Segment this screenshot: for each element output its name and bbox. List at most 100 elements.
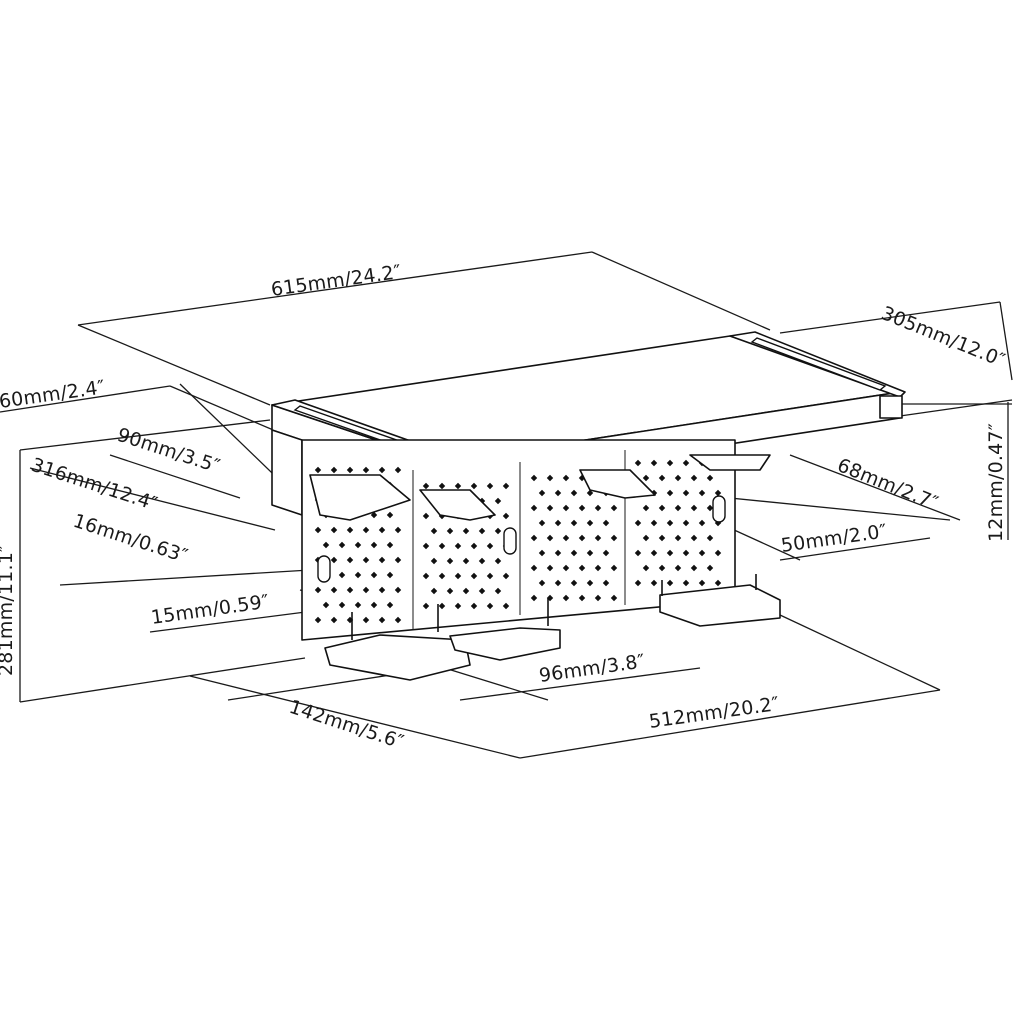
- peg-hole: [682, 489, 690, 497]
- peg-hole: [362, 616, 370, 624]
- peg-hole: [706, 474, 714, 482]
- peg-hole: [370, 541, 378, 549]
- label-bracket-15: 15mm/0.59″: [150, 591, 271, 629]
- peg-hole: [658, 564, 666, 572]
- peg-hole: [370, 571, 378, 579]
- peg-hole: [386, 511, 394, 519]
- peg-hole: [594, 534, 602, 542]
- peg-hole: [530, 474, 538, 482]
- peg-hole: [314, 526, 322, 534]
- peg-hole: [378, 556, 386, 564]
- peg-hole: [454, 602, 462, 610]
- peg-hole: [502, 512, 510, 520]
- peg-hole: [378, 466, 386, 474]
- peg-hole: [698, 519, 706, 527]
- peg-hole: [378, 586, 386, 594]
- peg-hole: [634, 519, 642, 527]
- peg-hole: [658, 504, 666, 512]
- peg-hole: [346, 586, 354, 594]
- peg-hole: [610, 594, 618, 602]
- peg-hole: [538, 549, 546, 557]
- peg-hole: [602, 519, 610, 527]
- label-bracket-16: 16mm/0.63″: [70, 510, 190, 568]
- peg-hole: [714, 549, 722, 557]
- peg-hole: [494, 527, 502, 535]
- peg-hole: [486, 602, 494, 610]
- peg-hole: [594, 504, 602, 512]
- peg-hole: [346, 466, 354, 474]
- peg-hole: [554, 549, 562, 557]
- peg-hole: [462, 557, 470, 565]
- peg-hole: [666, 519, 674, 527]
- peg-hole: [546, 564, 554, 572]
- peg-hole: [314, 466, 322, 474]
- peg-hole: [430, 587, 438, 595]
- peg-hole: [362, 556, 370, 564]
- peg-hole: [674, 474, 682, 482]
- peg-hole: [438, 602, 446, 610]
- peg-hole: [578, 564, 586, 572]
- peg-hole: [642, 474, 650, 482]
- peg-hole: [530, 534, 538, 542]
- peg-hole: [330, 526, 338, 534]
- shelf-drawing: [271, 331, 906, 681]
- peg-hole: [538, 519, 546, 527]
- peg-hole: [690, 504, 698, 512]
- peg-hole: [470, 572, 478, 580]
- peg-hole: [674, 534, 682, 542]
- peg-hole: [642, 564, 650, 572]
- peg-hole: [494, 557, 502, 565]
- peg-hole: [378, 526, 386, 534]
- peg-hole: [486, 572, 494, 580]
- peg-hole: [446, 527, 454, 535]
- peg-hole: [438, 542, 446, 550]
- peg-hole: [698, 489, 706, 497]
- peg-hole: [446, 587, 454, 595]
- peg-hole: [666, 489, 674, 497]
- peg-hole: [346, 556, 354, 564]
- peg-hole: [666, 549, 674, 557]
- peg-hole: [682, 459, 690, 467]
- peg-hole: [446, 557, 454, 565]
- peg-hole: [394, 616, 402, 624]
- peg-hole: [714, 579, 722, 587]
- peg-hole: [634, 459, 642, 467]
- peg-hole: [554, 489, 562, 497]
- peg-hole: [486, 482, 494, 490]
- peg-hole: [322, 541, 330, 549]
- peg-hole: [706, 534, 714, 542]
- peg-hole: [570, 519, 578, 527]
- peg-hole: [362, 586, 370, 594]
- peg-hole: [438, 572, 446, 580]
- peg-hole: [338, 571, 346, 579]
- peg-hole: [674, 504, 682, 512]
- peg-hole: [578, 534, 586, 542]
- peg-hole: [562, 474, 570, 482]
- peg-hole: [422, 482, 430, 490]
- peg-hole: [650, 579, 658, 587]
- peg-hole: [478, 557, 486, 565]
- peg-hole: [586, 519, 594, 527]
- peg-hole: [314, 616, 322, 624]
- peg-hole: [494, 587, 502, 595]
- peg-hole: [586, 579, 594, 587]
- peg-hole: [530, 594, 538, 602]
- peg-hole: [570, 489, 578, 497]
- peg-hole: [562, 504, 570, 512]
- peg-hole: [698, 549, 706, 557]
- peg-hole: [362, 466, 370, 474]
- peg-hole: [378, 616, 386, 624]
- peg-hole: [658, 474, 666, 482]
- peg-hole: [430, 527, 438, 535]
- peg-hole: [454, 482, 462, 490]
- peg-hole: [538, 579, 546, 587]
- peg-hole: [462, 587, 470, 595]
- peg-hole: [554, 579, 562, 587]
- peg-hole: [546, 534, 554, 542]
- peg-hole: [338, 541, 346, 549]
- peg-hole: [562, 534, 570, 542]
- peg-hole: [502, 602, 510, 610]
- label-bracket-60: 60mm/2.4″: [0, 376, 106, 413]
- peg-hole: [610, 504, 618, 512]
